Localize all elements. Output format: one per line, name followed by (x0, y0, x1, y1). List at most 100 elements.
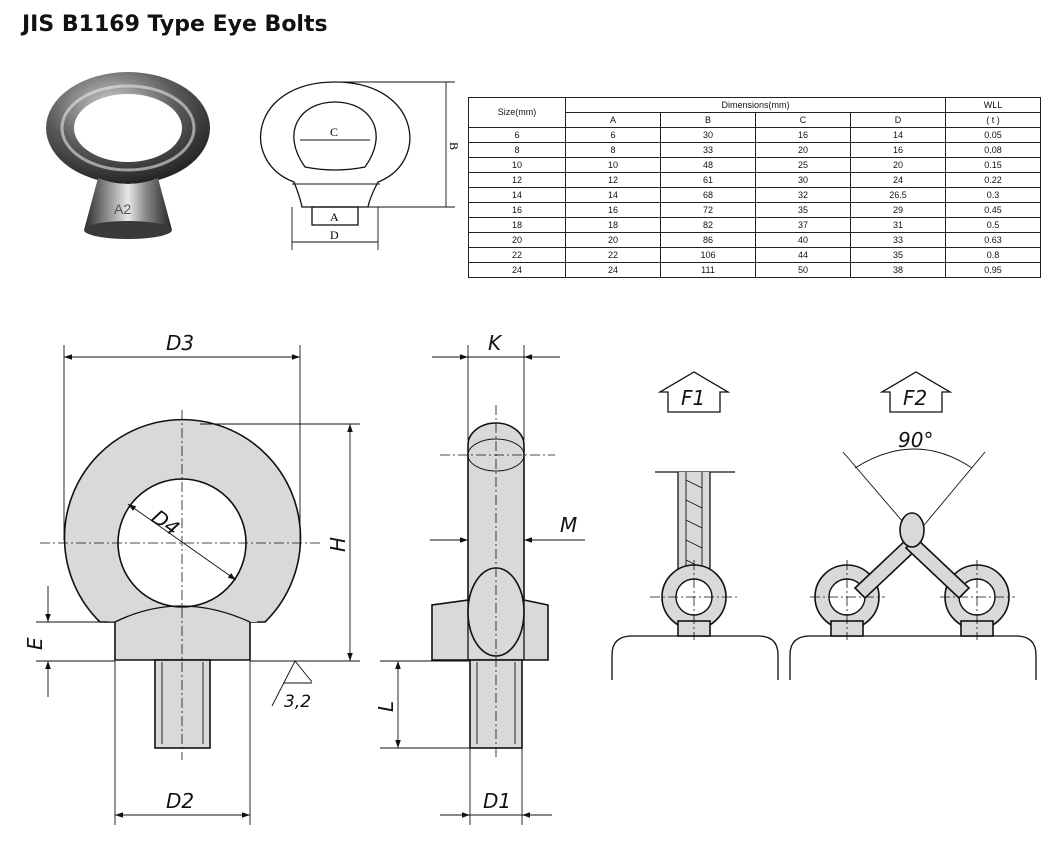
cell-d: 29 (850, 202, 946, 218)
cell-a: 6 (565, 127, 661, 143)
label-angle: 90° (898, 428, 933, 452)
label-k: K (488, 331, 503, 355)
cell-c: 25 (755, 157, 851, 173)
cell-a: 16 (565, 202, 661, 218)
cell-d: 35 (850, 247, 946, 263)
sketch-label-c: C (330, 125, 338, 139)
label-f2: F2 (903, 386, 927, 410)
cell-c: 35 (755, 202, 851, 218)
header-dimensions: Dimensions(mm) (565, 97, 946, 113)
header-size: Size(mm) (468, 97, 566, 128)
cell-size: 14 (468, 187, 566, 203)
cell-wll: 0.95 (945, 262, 1041, 278)
cell-size: 16 (468, 202, 566, 218)
cell-d: 33 (850, 232, 946, 248)
cell-a: 20 (565, 232, 661, 248)
label-d1: D1 (483, 789, 511, 813)
cell-b: 33 (660, 142, 756, 158)
cell-c: 40 (755, 232, 851, 248)
cell-b: 48 (660, 157, 756, 173)
cell-wll: 0.08 (945, 142, 1041, 158)
sketch-label-d: D (330, 228, 339, 242)
header-col-d: D (850, 112, 946, 128)
cell-wll: 0.3 (945, 187, 1041, 203)
label-l: L (374, 701, 398, 712)
label-d3: D3 (166, 331, 194, 355)
cell-d: 20 (850, 157, 946, 173)
cell-d: 26.5 (850, 187, 946, 203)
cell-d: 24 (850, 172, 946, 188)
header-col-c: C (755, 112, 851, 128)
dimension-sketch: C B A D (259, 81, 461, 250)
cell-wll: 0.8 (945, 247, 1041, 263)
label-e: E (23, 637, 47, 650)
cell-b: 111 (660, 262, 756, 278)
label-f1: F1 (681, 386, 705, 410)
cell-b: 68 (660, 187, 756, 203)
cell-c: 20 (755, 142, 851, 158)
cell-wll: 0.05 (945, 127, 1041, 143)
cell-a: 12 (565, 172, 661, 188)
label-h: H (326, 537, 350, 552)
cell-size: 8 (468, 142, 566, 158)
label-d2: D2 (166, 789, 194, 813)
cell-a: 14 (565, 187, 661, 203)
label-roughness: 3,2 (284, 692, 311, 712)
cell-size: 24 (468, 262, 566, 278)
cell-c: 37 (755, 217, 851, 233)
sketch-label-b: B (447, 142, 461, 150)
header-col-b: B (660, 112, 756, 128)
cell-b: 72 (660, 202, 756, 218)
cell-size: 12 (468, 172, 566, 188)
cell-size: 20 (468, 232, 566, 248)
cell-c: 16 (755, 127, 851, 143)
cell-wll: 0.15 (945, 157, 1041, 173)
cell-wll: 0.63 (945, 232, 1041, 248)
technical-drawing: D3 D4 H E D2 3,2 K M L D1 (23, 331, 1037, 825)
cell-a: 18 (565, 217, 661, 233)
load-case-f1 (611, 371, 779, 680)
cell-c: 30 (755, 172, 851, 188)
cell-b: 30 (660, 127, 756, 143)
cell-a: 8 (565, 142, 661, 158)
cell-d: 31 (850, 217, 946, 233)
cell-b: 106 (660, 247, 756, 263)
header-wll-unit: ( t ) (945, 112, 1041, 128)
cell-d: 14 (850, 127, 946, 143)
cell-wll: 0.22 (945, 172, 1041, 188)
cell-size: 22 (468, 247, 566, 263)
cell-a: 22 (565, 247, 661, 263)
cell-size: 6 (468, 127, 566, 143)
cell-b: 61 (660, 172, 756, 188)
page-title: JIS B1169 Type Eye Bolts (22, 12, 328, 37)
eye-bolt-photo: A2 (46, 72, 210, 239)
header-wll: WLL (945, 97, 1041, 113)
cell-c: 32 (755, 187, 851, 203)
cell-b: 82 (660, 217, 756, 233)
side-view (380, 345, 585, 825)
cell-size: 10 (468, 157, 566, 173)
cell-d: 38 (850, 262, 946, 278)
cell-c: 50 (755, 262, 851, 278)
label-m: M (560, 513, 577, 537)
cell-a: 24 (565, 262, 661, 278)
sketch-label-a: A (330, 210, 339, 224)
cell-b: 86 (660, 232, 756, 248)
front-view (36, 345, 360, 825)
cell-size: 18 (468, 217, 566, 233)
load-case-f2 (789, 371, 1037, 680)
cell-a: 10 (565, 157, 661, 173)
cell-c: 44 (755, 247, 851, 263)
cell-d: 16 (850, 142, 946, 158)
cell-wll: 0.5 (945, 217, 1041, 233)
